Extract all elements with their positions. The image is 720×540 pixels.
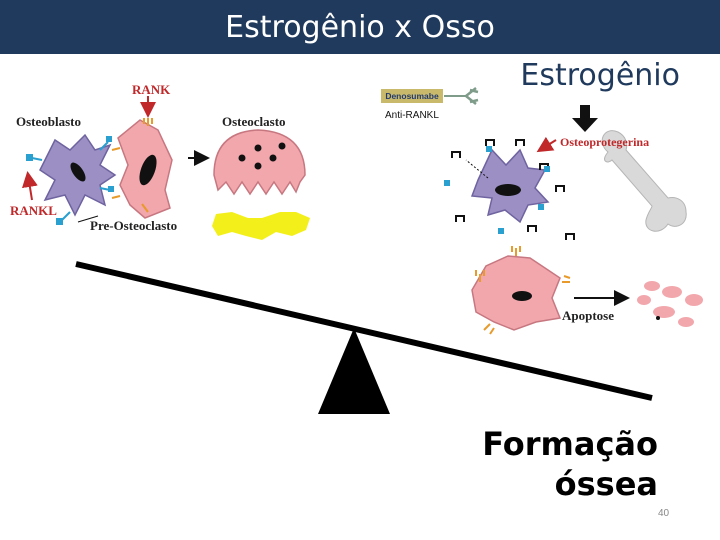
- pre-osteoclast-label: Pre-Osteoclasto: [90, 218, 178, 233]
- osteoclast-label: Osteoclasto: [222, 114, 286, 129]
- down-arrow-icon: [572, 105, 598, 132]
- fulcrum-icon: [318, 328, 390, 414]
- osteoprotegerin-molecules: [444, 139, 575, 240]
- rankl-label: RANKL: [10, 203, 57, 218]
- pre-osteoclast-pointer: [77, 215, 99, 223]
- formation-line2: óssea: [554, 465, 658, 503]
- slide-title: Estrogênio x Osso: [225, 10, 495, 45]
- page-number: 40: [658, 508, 670, 519]
- osteoprotegerin-arrow: [536, 136, 557, 153]
- osteoprotegerin-label: Osteoprotegerina: [560, 135, 650, 149]
- rankl-markers: [26, 136, 114, 225]
- denosumab-label: Denosumabe: [381, 89, 443, 103]
- title-bar: [0, 0, 720, 54]
- osteoblast-cell-right: [465, 148, 550, 224]
- rankl-arrow: [21, 171, 38, 201]
- apoptosis-label: Apoptose: [562, 308, 615, 323]
- denosumab-antibody: [444, 87, 479, 105]
- osteoblast-label: Osteoblasto: [16, 114, 81, 129]
- pre-osteoclast-cell: [111, 118, 173, 219]
- seesaw-icon: [75, 261, 653, 401]
- osteoblast-cell: [39, 133, 117, 217]
- estrogen-label: Estrogênio: [520, 58, 680, 93]
- apoptotic-osteoclast: [471, 246, 571, 335]
- formation-line1: Formação: [482, 425, 658, 463]
- anti-rankl-label: Anti-RANKL: [385, 110, 439, 121]
- resorbed-bone: [212, 212, 310, 240]
- apoptotic-fragments: [637, 281, 703, 327]
- bone-formation-label: Formação óssea: [440, 424, 658, 504]
- rank-label: RANK: [132, 82, 171, 97]
- bone-icon: [601, 130, 687, 232]
- osteoclast-cell: [213, 129, 306, 196]
